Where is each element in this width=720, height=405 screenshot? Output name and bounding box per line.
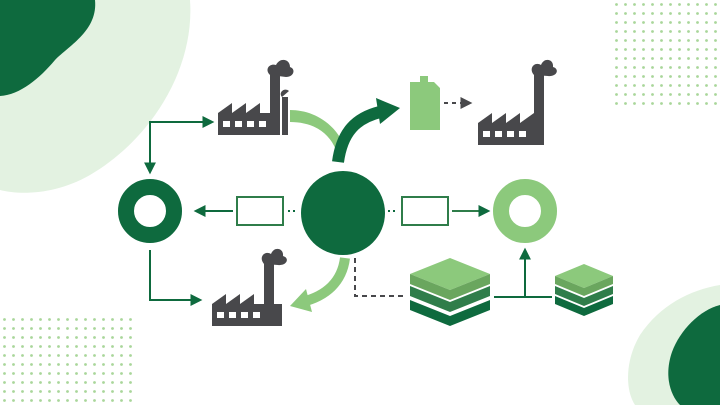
flow-factory-to-hub (290, 110, 346, 150)
ring-icon-left (118, 179, 182, 243)
factory-icon-top-right (478, 59, 557, 145)
ring-icon-right (493, 179, 557, 243)
arrow-factory-to-left-ring (144, 116, 215, 175)
smoke-icon (261, 248, 287, 266)
blob-bottom-right-dark (668, 305, 720, 405)
flow-hub-to-document (332, 106, 382, 163)
factory-icon-top-left (218, 59, 294, 135)
arrowhead (290, 289, 312, 312)
document-icon (410, 76, 440, 130)
hub-circle (301, 171, 385, 255)
blob-top-left-dark (0, 0, 96, 96)
layer-stack-icon-large (410, 258, 490, 326)
smoke-icon (531, 59, 557, 77)
layer-stack-icon-small (555, 264, 613, 316)
dots-bottom-left (0, 315, 135, 405)
flow-hub-to-bottom-factory (300, 257, 350, 307)
dashed-hub-to-stack (354, 258, 404, 297)
factory-icon-bottom (212, 248, 287, 326)
smoke-icon (267, 59, 294, 77)
dots-top-right (615, 0, 720, 105)
placeholder-box-right (401, 196, 449, 226)
placeholder-box-left (236, 196, 284, 226)
arrowhead (376, 98, 400, 124)
arrow-left-ring-to-bottom-factory (149, 250, 203, 306)
